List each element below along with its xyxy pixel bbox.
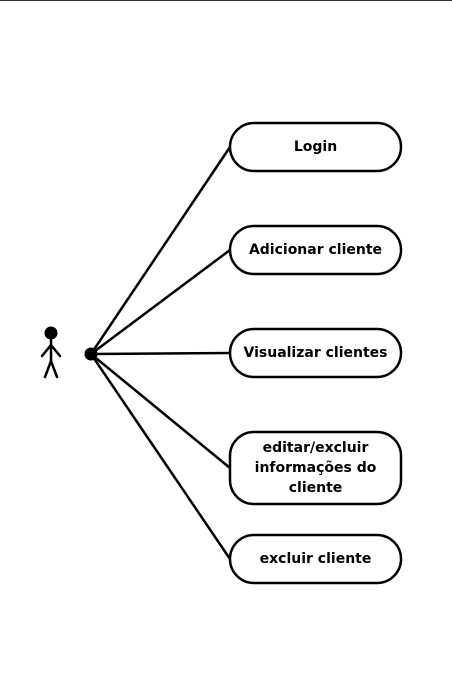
top-border-line (0, 0, 452, 1)
actor-left-leg (43, 359, 53, 379)
actor-right-arm (49, 343, 62, 358)
use-case-label: excluir cliente (260, 551, 372, 567)
actor-head (44, 326, 58, 340)
use-case-label: Adicionar cliente (249, 242, 382, 258)
use-case-visualizar-clientes: Visualizar clientes (228, 327, 403, 379)
connector-editar-excluir-informacoes (90, 353, 231, 469)
use-case-label: editar/excluir (263, 440, 369, 456)
use-case-shape (228, 327, 403, 379)
connector-login (89, 146, 232, 355)
use-case-login: Login (228, 121, 403, 173)
connector-adicionar-cliente (90, 248, 231, 356)
use-case-label: Login (294, 139, 337, 155)
use-case-shape (228, 533, 403, 585)
use-case-label: Visualizar clientes (244, 345, 388, 361)
use-case-adicionar-cliente: Adicionar cliente (228, 224, 403, 276)
actor-right-leg (49, 359, 59, 379)
junction-dot (84, 347, 98, 361)
use-case-excluir-cliente: excluir cliente (228, 533, 403, 585)
actor-figure (40, 326, 62, 379)
use-case-shape (228, 121, 403, 173)
connector-visualizar-clientes (90, 351, 231, 356)
use-case-editar-excluir-informacoes: editar/excluir informações do cliente (228, 430, 403, 506)
connector-excluir-cliente (89, 353, 232, 560)
actor-left-arm (40, 343, 53, 358)
use-case-label: informações do (255, 460, 377, 476)
use-case-shape (228, 430, 403, 506)
use-case-label: cliente (289, 480, 343, 496)
use-case-shape (228, 224, 403, 276)
